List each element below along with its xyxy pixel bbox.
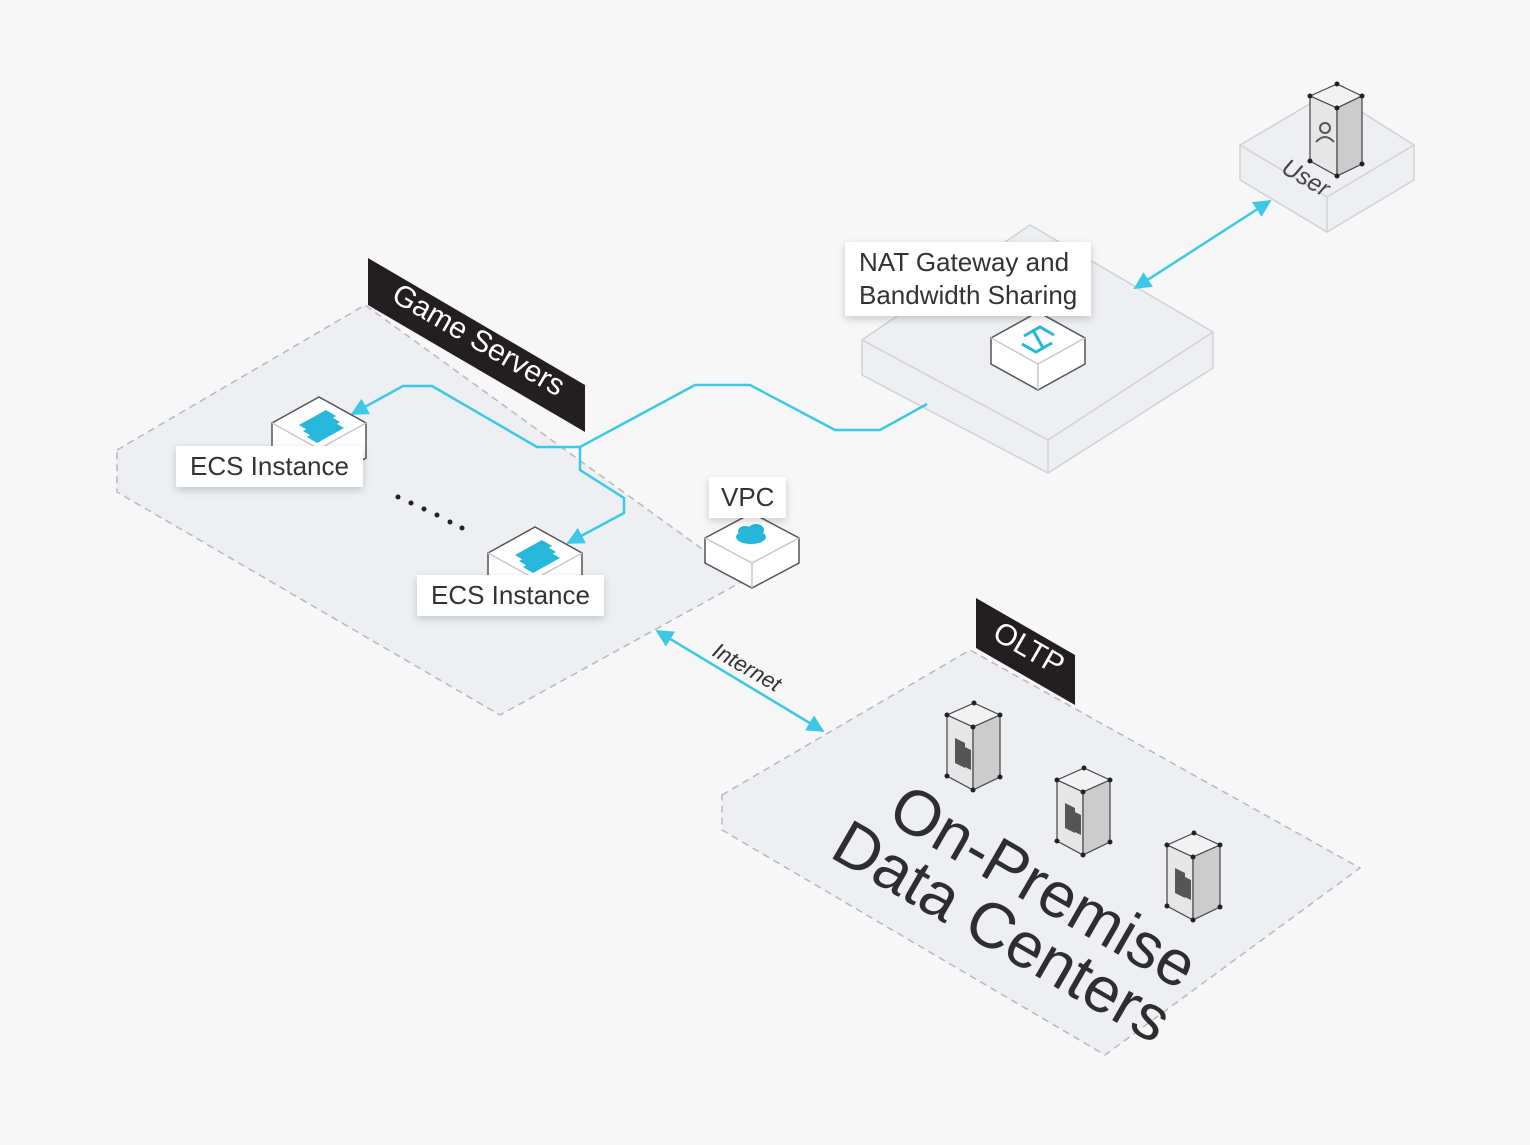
nat-gateway-label: NAT Gateway and Bandwidth Sharing	[845, 242, 1092, 316]
internet-label: Internet	[709, 638, 787, 697]
datacenter-cabinet-2[interactable]	[1054, 765, 1113, 858]
server-icon	[299, 410, 344, 443]
nat-gateway-device[interactable]	[990, 311, 1086, 391]
cloud-icon	[736, 524, 766, 544]
storage-icon	[1175, 868, 1191, 900]
server-icon	[515, 540, 560, 573]
vpc-device[interactable]	[704, 512, 800, 589]
nat-gateway-icon	[1021, 325, 1055, 354]
on-premise-platform	[721, 649, 1362, 1056]
vpc-to-ecs-1-line	[350, 383, 928, 449]
vpc-label: VPC	[709, 477, 787, 518]
nat-gateway-label-line1: NAT Gateway and	[859, 247, 1070, 277]
user-icon	[1315, 122, 1335, 143]
storage-icon	[1065, 803, 1081, 835]
nat-to-user-arrow	[1133, 199, 1272, 290]
ecs-instance-2-label-text: ECS Instance	[431, 580, 590, 610]
internet-arrow	[655, 629, 825, 733]
ecs-instance-2-label: ECS Instance	[417, 575, 604, 616]
ecs-instance-1-label: ECS Instance	[176, 446, 363, 487]
storage-icon	[955, 738, 971, 770]
nat-gateway-label-line2: Bandwidth Sharing	[859, 280, 1078, 310]
vpc-to-ecs-2-line	[566, 447, 626, 545]
vpc-label-text: VPC	[721, 482, 775, 512]
datacenter-cabinet-3[interactable]	[1164, 830, 1223, 923]
user-cabinet[interactable]	[1307, 81, 1365, 179]
datacenter-cabinet-1[interactable]	[944, 700, 1003, 793]
ecs-instance-1-label-text: ECS Instance	[190, 451, 349, 481]
more-instances-ellipsis	[395, 494, 465, 531]
game-servers-platform	[116, 304, 747, 716]
